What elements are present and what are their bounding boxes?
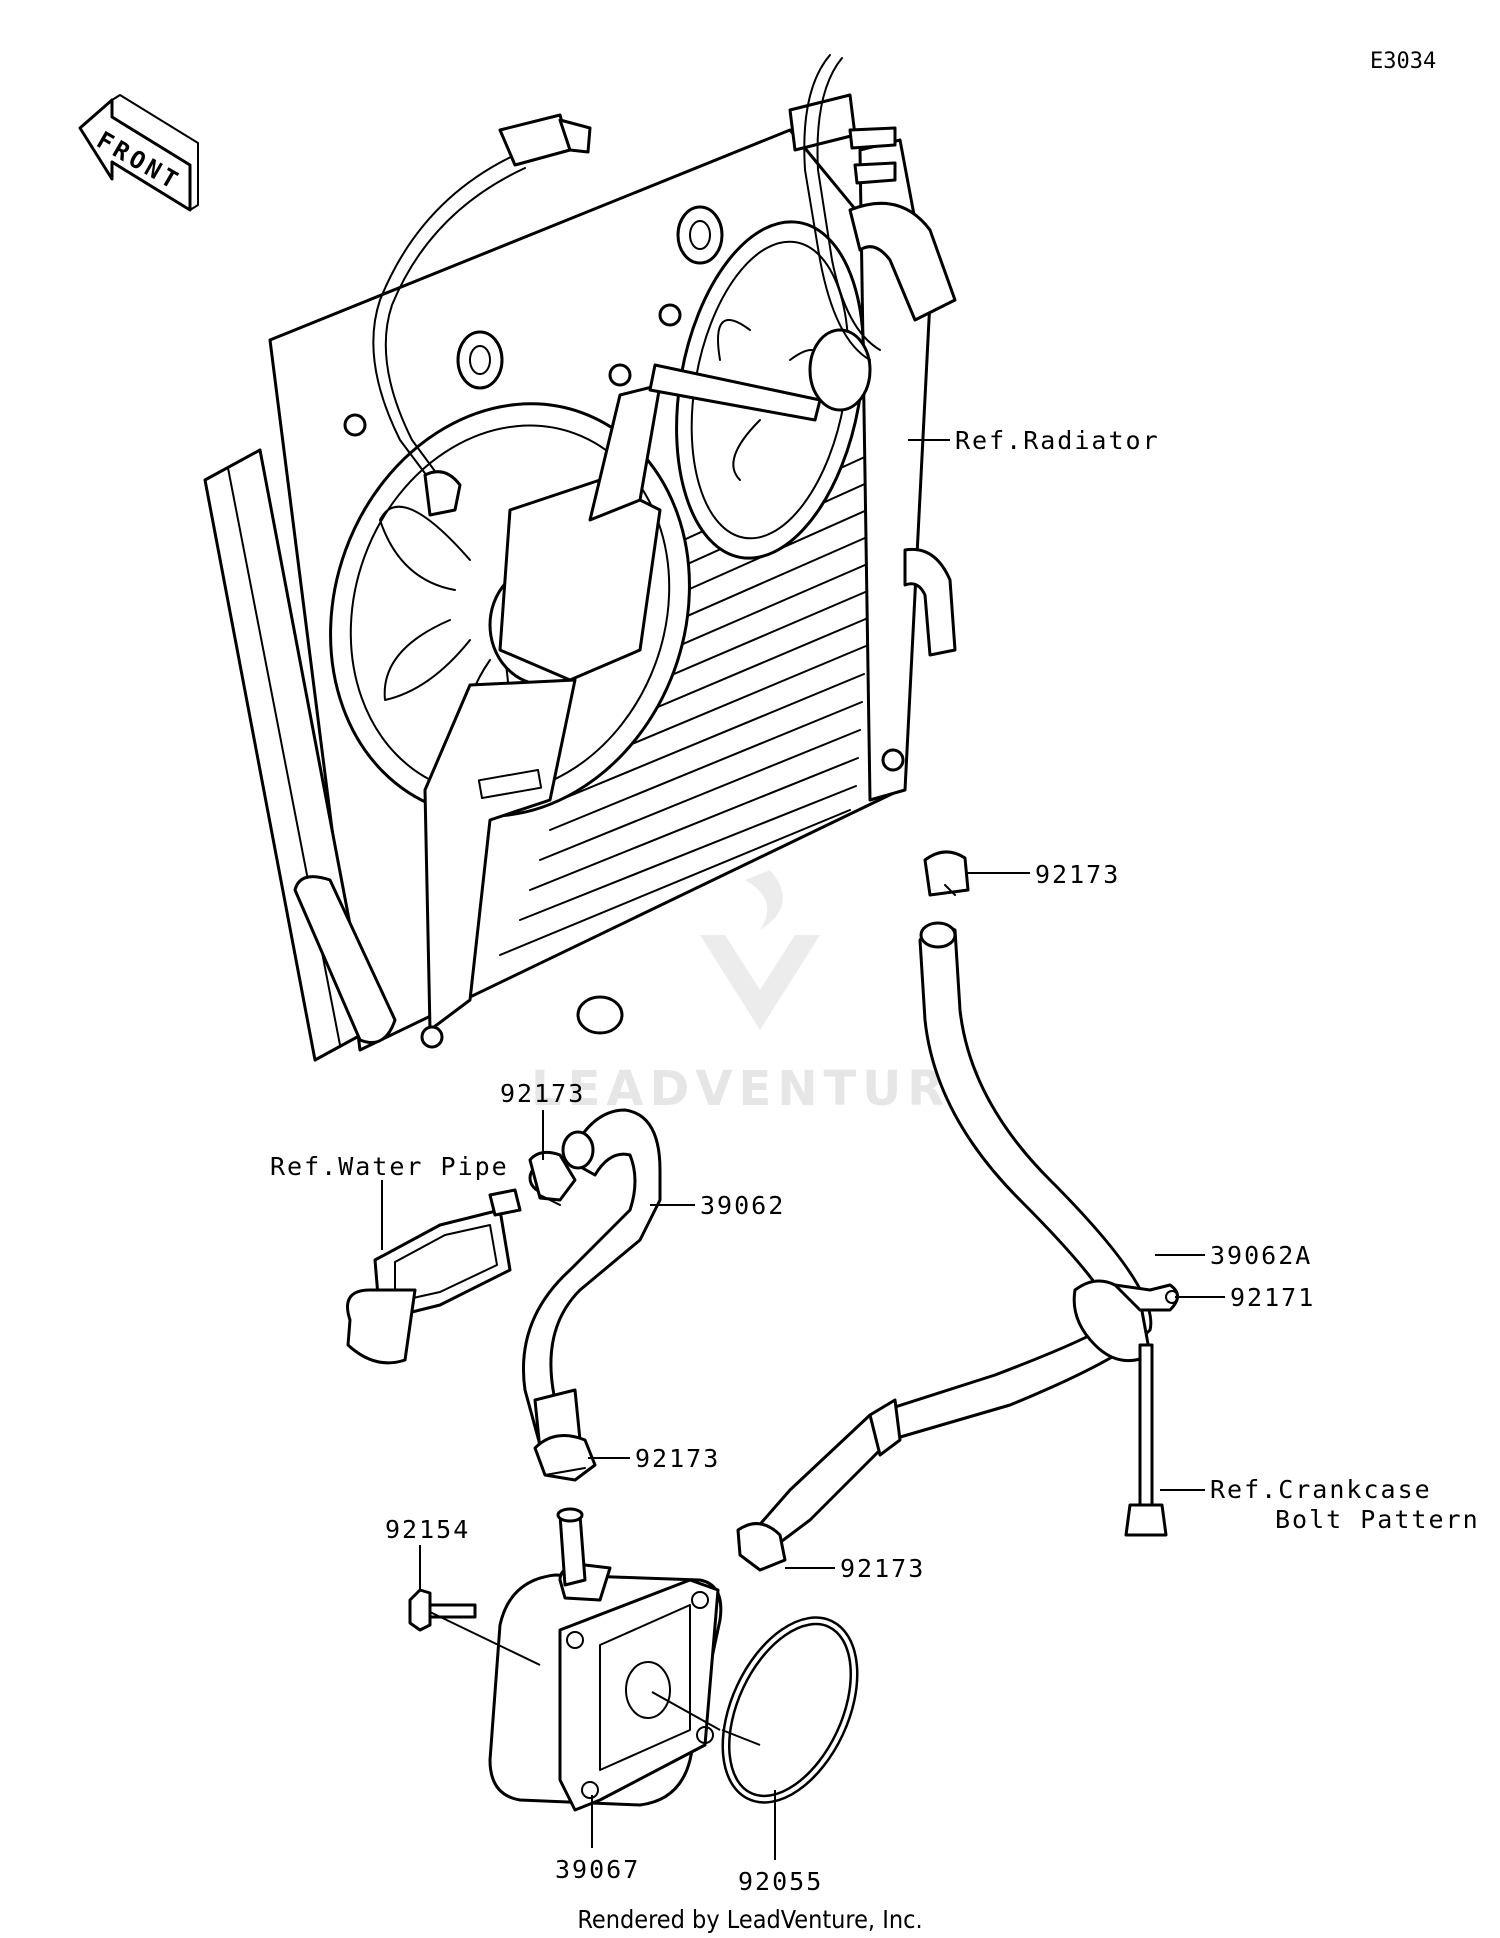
leadventure-watermark: LEADVENTURE: [531, 870, 989, 1117]
oil-cooler-39067: [488, 1507, 723, 1812]
water-pipe-fitting: [346, 1188, 522, 1365]
callout-39062A: 39062A: [1210, 1241, 1312, 1270]
crankcase-bolt: [1124, 1343, 1168, 1537]
callout-ref-water-pipe: Ref.Water Pipe: [270, 1152, 509, 1181]
bolt-92154: [408, 1588, 477, 1632]
callout-92171: 92171: [1230, 1283, 1315, 1312]
clamp-92173-low: [736, 1522, 787, 1572]
callout-92173-low: 92173: [840, 1554, 925, 1583]
callout-39062: 39062: [700, 1191, 785, 1220]
callout-ref-radiator: Ref.Radiator: [955, 426, 1160, 455]
callout-bolt-pattern: Bolt Pattern: [1275, 1505, 1480, 1534]
callout-92173-mid: 92173: [635, 1444, 720, 1473]
callout-92173-top: 92173: [1035, 860, 1120, 889]
radiator-assembly: [203, 54, 957, 1062]
callout-39067: 39067: [555, 1855, 640, 1884]
callout-92173-left: 92173: [500, 1079, 585, 1108]
diagram-code: E3034: [1370, 49, 1436, 74]
callout-92055: 92055: [738, 1867, 823, 1896]
clamp-92173-top: [923, 850, 970, 897]
leader-lines: [381, 439, 1225, 1860]
clip-92171: [1072, 1279, 1179, 1363]
clamp-92173-mid: [533, 1434, 597, 1482]
footer-credit: Rendered by LeadVenture, Inc.: [577, 1905, 922, 1934]
hose-39062A: [753, 921, 1153, 1552]
callout-ref-crankcase: Ref.Crankcase: [1210, 1475, 1432, 1504]
clamp-92173-left: [528, 1150, 577, 1206]
watermark-text: LEADVENTURE: [531, 1061, 989, 1117]
o-ring-92055: [721, 1616, 859, 1804]
callout-92154: 92154: [385, 1515, 470, 1544]
front-arrow-icon: FRONT: [78, 94, 199, 212]
